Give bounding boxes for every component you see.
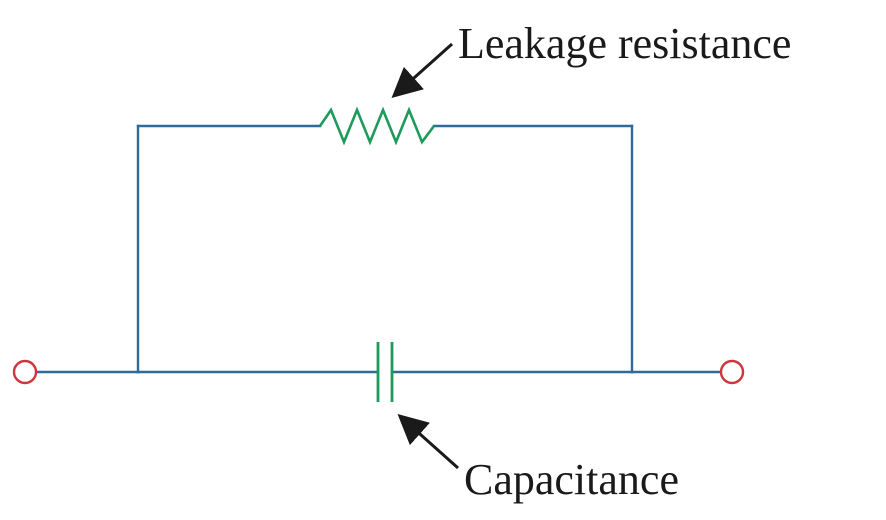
terminal-left xyxy=(12,359,38,385)
resistor-symbol xyxy=(318,106,436,146)
wires xyxy=(34,124,722,374)
capacitor-label: Capacitance xyxy=(464,455,679,504)
terminal-right xyxy=(719,359,745,385)
resistor-label: Leakage resistance xyxy=(458,19,791,68)
resistor-annotation-arrow xyxy=(391,42,453,98)
capacitor-symbol xyxy=(376,342,394,402)
capacitor-annotation-arrow xyxy=(397,414,459,470)
